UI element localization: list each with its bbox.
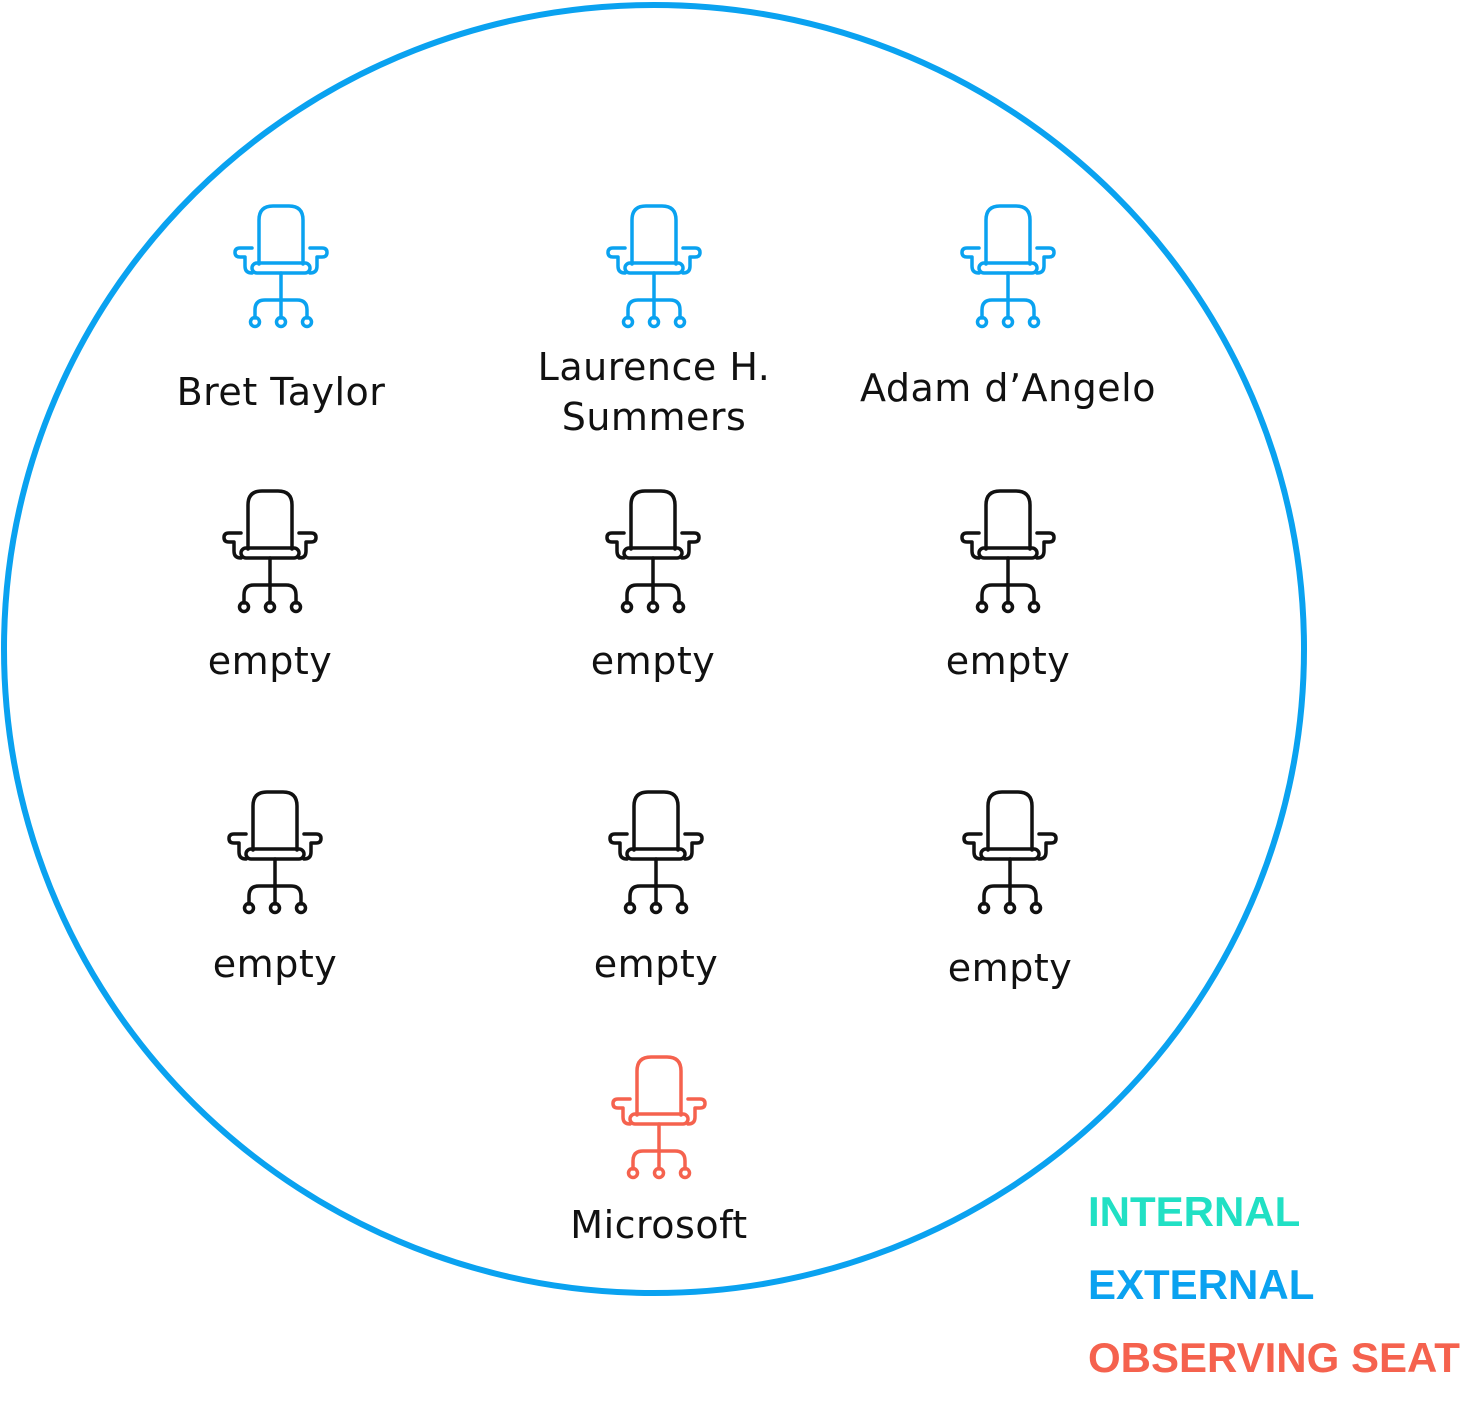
legend-internal: INTERNAL [1088,1188,1301,1235]
seat-bret-taylor: Bret Taylor [166,204,396,417]
seat-label: Adam d’Angelo [860,366,1156,410]
office-chair-icon [606,204,702,329]
seat-label: empty [947,946,1073,990]
office-chair-icon [222,489,318,614]
seat-label: empty [590,639,716,683]
seat-adam-dangelo: Adam d’Angelo [858,204,1158,413]
office-chair-icon [233,204,329,329]
office-chair-icon [611,1055,707,1180]
office-chair-icon [605,489,701,614]
seat-empty: empty [908,489,1108,686]
seat-empty: empty [556,790,756,989]
seat-label: empty [593,942,719,986]
seat-label: empty [207,639,333,683]
seat-empty: empty [553,489,753,686]
seat-empty: empty [910,790,1110,993]
seat-label: Microsoft [570,1203,748,1247]
legend-observing-seat: OBSERVING SEAT [1088,1334,1460,1381]
legend-external: EXTERNAL [1088,1261,1315,1308]
office-chair-icon [960,489,1056,614]
office-chair-icon [960,204,1056,329]
seat-laurence-summers: Laurence H. Summers [519,204,789,442]
seat-label: empty [945,639,1071,683]
office-chair-icon [227,790,323,915]
seat-label: empty [212,942,338,986]
seat-label: Laurence H. Summers [537,345,771,440]
seat-label: Bret Taylor [176,370,386,414]
seat-empty: empty [170,489,370,686]
seat-empty: empty [175,790,375,989]
office-chair-icon [962,790,1058,915]
office-chair-icon [608,790,704,915]
seat-microsoft-observer: Microsoft [559,1055,759,1250]
